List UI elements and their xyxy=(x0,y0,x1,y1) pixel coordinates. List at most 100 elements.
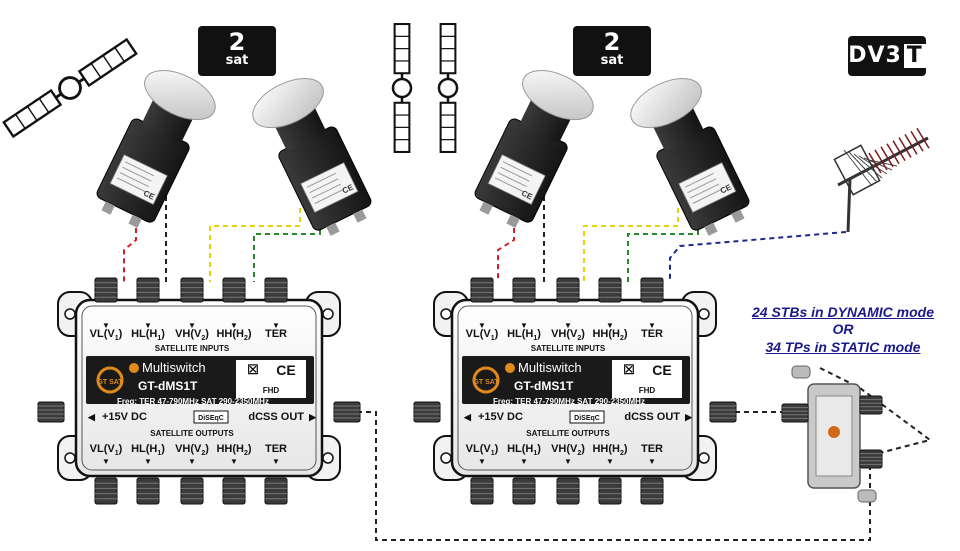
cert-panel xyxy=(612,360,682,398)
connector-body xyxy=(598,277,622,303)
connector-body xyxy=(180,277,204,303)
output-label-4: HH(H2) xyxy=(216,443,251,457)
input-label-2: HL(H1) xyxy=(131,328,165,342)
input-connector-4 xyxy=(222,277,246,303)
connector-body xyxy=(470,477,494,505)
ce-mark: CE xyxy=(276,362,295,378)
connector-body xyxy=(264,477,288,505)
connector-body xyxy=(413,401,441,423)
antenna-director xyxy=(892,140,906,161)
sat-badge-label: sat xyxy=(600,53,624,68)
output-arrow-2: ▼ xyxy=(144,457,152,466)
antenna-director xyxy=(880,146,894,168)
freq-text: Freq: TER 47-790MHz SAT 290-2350MHz xyxy=(493,397,645,406)
lnb-label-line xyxy=(497,172,527,188)
cable-vl-right xyxy=(497,192,515,282)
outputs-caption: SATELLITE OUTPUTS xyxy=(526,429,610,438)
input-label-3: VH(V2) xyxy=(551,328,585,342)
lnb-label-line xyxy=(502,161,533,177)
connector-body xyxy=(136,277,160,303)
satellite-body xyxy=(58,76,82,100)
satellite-body xyxy=(391,77,413,99)
dcss-out-label: dCSS OUT xyxy=(248,411,304,423)
output-arrow-4: ▼ xyxy=(230,457,238,466)
satellite-icon-center-a xyxy=(391,23,413,153)
lnb-cap xyxy=(522,70,594,121)
output-arrow-5: ▼ xyxy=(648,457,656,466)
connector-body xyxy=(859,395,883,415)
two-sat-badge-left: 2 sat xyxy=(198,26,276,76)
lnb-port-left xyxy=(479,201,493,215)
connector-body xyxy=(94,477,118,505)
output-label-2: HL(H1) xyxy=(507,443,541,457)
model-name: GT-dMS1T xyxy=(514,379,574,393)
input-arrow-5: ▼ xyxy=(648,321,656,330)
input-arrow-3: ▼ xyxy=(564,321,572,330)
output-label-1: VL(V1) xyxy=(466,443,499,457)
lnb-label-line xyxy=(495,177,525,193)
input-arrow-4: ▼ xyxy=(230,321,238,330)
input-connector-2 xyxy=(512,277,536,303)
lnb-label-line xyxy=(311,183,342,199)
lnb-label-line xyxy=(122,166,152,182)
dc-arrow: ◀ xyxy=(463,412,472,422)
splitter-ear-top xyxy=(791,365,811,379)
inputs-caption: SATELLITE INPUTS xyxy=(155,344,230,353)
output-arrow-3: ▼ xyxy=(564,457,572,466)
output-label-1: VL(V1) xyxy=(90,443,123,457)
input-label-5: TER xyxy=(265,328,287,340)
output-connector-1 xyxy=(94,477,118,505)
lnb-port-right xyxy=(353,209,367,223)
reflector-grid-line xyxy=(863,157,893,171)
dc-arrow: ◀ xyxy=(87,412,96,422)
output-connector-1 xyxy=(470,477,494,505)
note-dynamic: 24 STBs in DYNAMIC mode xyxy=(751,304,935,320)
antenna-director xyxy=(898,137,912,158)
lnb-port-right xyxy=(506,214,520,228)
connector-body xyxy=(180,477,204,505)
mount-hole xyxy=(440,452,452,464)
splitter-output-1 xyxy=(859,395,883,415)
lnb-cap xyxy=(630,78,702,129)
cable-note-pointer xyxy=(819,367,933,459)
output-label-3: VH(V2) xyxy=(175,443,209,457)
splitter-ear-bottom xyxy=(857,489,877,503)
mount-hole xyxy=(698,452,710,464)
connector-body xyxy=(222,277,246,303)
mount-hole xyxy=(64,452,76,464)
multiswitch-dot-icon xyxy=(505,363,515,373)
dcss-arrow: ▶ xyxy=(684,412,693,422)
output-connector-3 xyxy=(556,477,580,505)
dc-side-connector xyxy=(37,401,65,423)
output-connector-2 xyxy=(136,477,160,505)
dcss-side-connector xyxy=(709,401,737,423)
input-label-2: HL(H1) xyxy=(507,328,541,342)
dc-side-connector xyxy=(413,401,441,423)
brand-logo-text: GT SAT xyxy=(473,379,499,386)
output-arrow-1: ▼ xyxy=(478,457,486,466)
antenna-director xyxy=(916,127,930,149)
lnb-label xyxy=(300,162,359,213)
input-connector-1 xyxy=(94,277,118,303)
lnb-port-right xyxy=(128,214,142,228)
terrestrial-antenna xyxy=(833,127,930,233)
cable-vh-left xyxy=(209,208,301,282)
input-arrow-2: ▼ xyxy=(520,321,528,330)
antenna-director xyxy=(874,149,888,171)
dcss-side-connector xyxy=(333,401,361,423)
housing-inner-edge xyxy=(457,305,693,471)
outputs-caption: SATELLITE OUTPUTS xyxy=(150,429,234,438)
splitter-input-connector xyxy=(781,403,809,423)
lnb-port-left xyxy=(101,201,115,215)
lnb-label-line xyxy=(306,172,336,188)
panel-divider xyxy=(102,55,114,70)
lnb-label xyxy=(109,154,168,205)
input-label-1: VL(V1) xyxy=(466,328,499,342)
lnb-left-b: CE xyxy=(252,78,372,236)
lnb-right-b: CE xyxy=(630,78,750,236)
connector-body xyxy=(556,477,580,505)
dvbt-t-box: T xyxy=(903,44,926,68)
